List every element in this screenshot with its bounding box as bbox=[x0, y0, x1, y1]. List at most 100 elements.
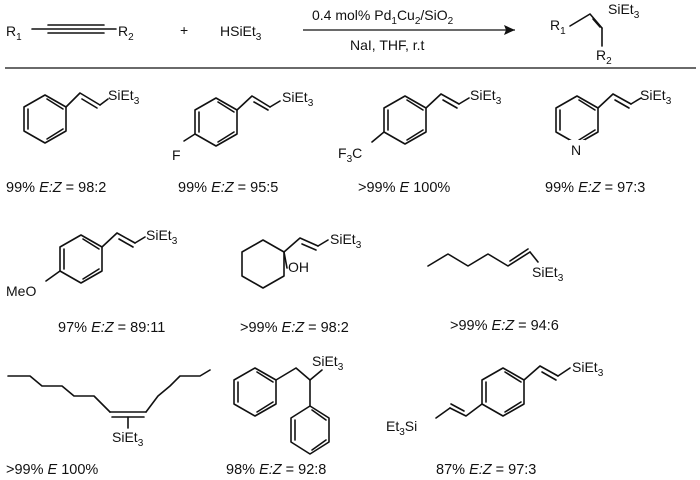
vinyl-chain-left bbox=[449, 403, 483, 417]
ring-double-bond bbox=[504, 371, 522, 383]
siet3-label: SiEt3 bbox=[532, 264, 564, 284]
compound-1-structure: SiEt3 bbox=[23, 87, 140, 144]
ring-double-bond bbox=[578, 99, 596, 111]
compound-3-yield: >99% E 100% bbox=[358, 180, 450, 196]
vinyl-double-bond bbox=[253, 101, 269, 111]
ring-double-bond bbox=[311, 409, 327, 421]
c-f-bond bbox=[183, 133, 196, 142]
c-cf3-bond bbox=[371, 131, 385, 143]
product-r1-label: R1 bbox=[550, 17, 566, 37]
vinyl-double-bond bbox=[81, 98, 98, 109]
ring-double-bond bbox=[256, 371, 274, 383]
vinyl-si-bond bbox=[630, 97, 642, 105]
compound-5-structure: MeO SiEt3 bbox=[6, 227, 178, 299]
vinyl-si-bond bbox=[99, 98, 109, 106]
ring-double-bond bbox=[311, 439, 327, 451]
right-alkyl-chain bbox=[145, 369, 211, 413]
ring-double-bond bbox=[406, 99, 424, 111]
compound-7-structure: SiEt3 bbox=[427, 248, 564, 284]
nitrogen-mask bbox=[569, 140, 585, 156]
cf3-label: F3C bbox=[338, 145, 362, 165]
vinyl-si-bond bbox=[529, 251, 539, 263]
product-vinyl-bond bbox=[569, 13, 603, 29]
vinyl-chain bbox=[236, 95, 271, 111]
nitrogen-label: N bbox=[571, 142, 581, 158]
product-double-bond bbox=[592, 18, 601, 28]
vinyl-si-bond bbox=[458, 97, 470, 105]
compound-4-structure: N SiEt3 bbox=[555, 87, 672, 158]
product-r2-label: R2 bbox=[596, 47, 612, 67]
silane-label: HSiEt3 bbox=[220, 23, 262, 43]
vinyl-si-bond bbox=[317, 239, 329, 247]
compound-4-yield: 99% E:Z = 97:3 bbox=[545, 180, 645, 196]
compound-10-yield: 87% E:Z = 97:3 bbox=[436, 462, 536, 478]
hydroxyl-label: OH bbox=[288, 259, 309, 275]
siet3-label: SiEt3 bbox=[146, 227, 178, 247]
vinyl-double-bond bbox=[118, 238, 134, 248]
siet3-label: SiEt3 bbox=[108, 87, 140, 107]
ring-double-bond bbox=[256, 401, 274, 413]
c-si-bond bbox=[309, 369, 323, 381]
vinyl-chain bbox=[425, 93, 460, 109]
vinyl-si-bond bbox=[435, 407, 451, 419]
ring-double-bond bbox=[504, 401, 522, 413]
alkyl-chain bbox=[427, 251, 531, 267]
ring-double-bond bbox=[46, 98, 64, 110]
reactant-r2-label: R2 bbox=[118, 23, 134, 43]
vinyl-double-bond bbox=[442, 99, 458, 109]
c-oh-bond bbox=[283, 251, 288, 269]
compound-5-yield: 97% E:Z = 89:11 bbox=[58, 320, 165, 336]
vinyl-chain bbox=[65, 92, 101, 108]
compound-10-structure: SiEt3 Et3Si bbox=[386, 359, 604, 438]
vinyl-double-bond bbox=[614, 99, 630, 109]
compound-1-yield: 99% E:Z = 98:2 bbox=[6, 180, 106, 196]
conditions-solvent: NaI, THF, r.t bbox=[350, 37, 425, 53]
compound-6-yield: >99% E:Z = 98:2 bbox=[240, 320, 349, 336]
vinyl-double-bond bbox=[450, 403, 465, 412]
fluoro-label: F bbox=[172, 147, 181, 163]
vinyl-double-bond bbox=[509, 248, 529, 262]
siet3-label: SiEt3 bbox=[572, 359, 604, 379]
siet3-label: SiEt3 bbox=[330, 231, 362, 251]
benzene-ring bbox=[383, 95, 427, 145]
vinyl-si-bond bbox=[269, 100, 281, 108]
ring-double-bond bbox=[578, 129, 596, 141]
et3si-label: Et3Si bbox=[386, 418, 417, 438]
compound-3-structure: F3C SiEt3 bbox=[338, 87, 502, 165]
benzene-ring-bottom bbox=[290, 405, 330, 455]
cyclohexane-ring bbox=[241, 239, 285, 289]
methoxy-label: MeO bbox=[6, 283, 36, 299]
siet3-label: SiEt3 bbox=[112, 429, 144, 449]
reaction-equation: R1 R2 + HSiEt3 0.4 mol% Pd1Cu2/SiO2 NaI,… bbox=[6, 1, 640, 67]
vinyl-double-bond bbox=[301, 243, 317, 251]
reactant-r1-label: R1 bbox=[6, 23, 22, 43]
benzene-ring bbox=[194, 97, 238, 147]
compound-9-yield: 98% E:Z = 92:8 bbox=[226, 462, 326, 478]
plus-sign: + bbox=[180, 22, 188, 38]
siet3-label: SiEt3 bbox=[282, 89, 314, 109]
vinyl-chain bbox=[101, 232, 136, 248]
reaction-arrow-head bbox=[504, 25, 515, 35]
compound-2-structure: F SiEt3 bbox=[172, 89, 314, 163]
ring-double-bond bbox=[217, 131, 235, 143]
siet3-label: SiEt3 bbox=[640, 87, 672, 107]
pyridine-ring bbox=[555, 95, 599, 145]
compound-8-yield: >99% E 100% bbox=[6, 462, 98, 478]
benzene-ring-top bbox=[233, 367, 277, 417]
benzene-ring bbox=[59, 234, 103, 284]
compound-6-structure: OH SiEt3 bbox=[241, 231, 362, 289]
vinyl-chain bbox=[283, 237, 319, 253]
vinyl-chain-right bbox=[523, 365, 559, 381]
ring-double-bond bbox=[82, 268, 100, 280]
ring-double-bond bbox=[46, 128, 64, 140]
compound-7-yield: >99% E:Z = 94:6 bbox=[450, 318, 559, 334]
vinyl-chain bbox=[597, 93, 632, 109]
product-siet3-label: SiEt3 bbox=[608, 1, 640, 21]
compound-8-structure: SiEt3 bbox=[7, 369, 211, 449]
conditions-catalyst: 0.4 mol% Pd1Cu2/SiO2 bbox=[312, 7, 454, 27]
vinyl-si-bond bbox=[134, 236, 146, 244]
siet3-label: SiEt3 bbox=[312, 353, 344, 373]
c-o-bond bbox=[45, 270, 61, 282]
vinyl-si-bond bbox=[557, 367, 571, 377]
ring-double-bond bbox=[406, 129, 424, 141]
